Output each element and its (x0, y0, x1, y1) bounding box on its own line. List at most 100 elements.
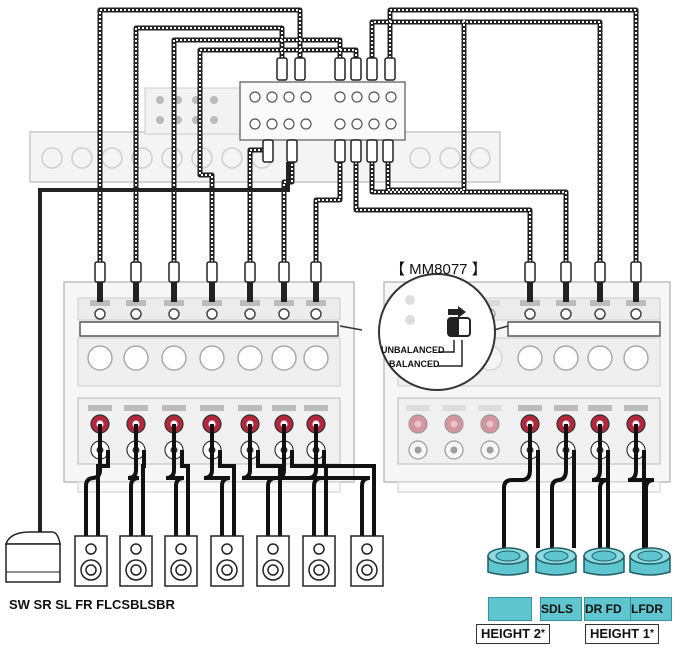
right-rca-plug-stem-0 (527, 282, 533, 302)
speaker-woofer-cone-2 (175, 564, 187, 576)
right-xlr-jack-2 (587, 345, 613, 371)
speaker-tweeter-1 (130, 543, 142, 555)
height-speaker-driver-0 (495, 550, 521, 562)
speaker-woofer-cone-4 (267, 564, 279, 576)
speaker-woofer-cone-5 (313, 564, 325, 576)
left-speaker-cable-neg-4 (256, 450, 282, 536)
left-rca-plug-2 (168, 261, 180, 283)
left-channel-label-plate-1 (126, 300, 146, 306)
speaker-cables (84, 424, 655, 548)
right-speaker-cable-pos-0 (502, 424, 532, 548)
interconnect-cables-braid (99, 9, 637, 270)
left-rca-jack-5 (278, 308, 290, 320)
right-channel-label-plate-0 (520, 300, 540, 306)
left-rca-plug-stem-1 (133, 282, 139, 302)
right-unused-terminal-label-plate-0 (406, 405, 430, 411)
right-speaker-cable-pos-2 (591, 424, 609, 548)
right-rca-plug-1 (560, 261, 572, 283)
right-terminal-label-plate-3 (624, 405, 648, 411)
left-speaker-cable-pos-6 (307, 424, 371, 536)
left-speaker-cable-neg-1 (141, 450, 146, 536)
right-terminal-label-plate-0 (518, 405, 542, 411)
right-unused-terminal-negative-core-2 (486, 446, 494, 454)
right-unused-terminal-label-plate-2 (478, 405, 502, 411)
right-unused-channel-label-plate-2 (480, 300, 500, 306)
left-speaker-cable-pos-3 (203, 424, 231, 536)
right-unused-terminal-negative-core-0 (414, 446, 422, 454)
height1-label: HEIGHT 1* (585, 624, 659, 644)
left-rca-jack-3 (206, 308, 218, 320)
speaker-tweeter-3 (221, 543, 233, 555)
left-rca-plug-0 (94, 261, 106, 283)
speaker-tweeter-6 (361, 543, 373, 555)
left-terminal-label-plate-6 (304, 405, 328, 411)
right-xlr-jack-0 (517, 345, 543, 371)
right-rca-jack-2 (594, 308, 606, 320)
left-speaker-cable-pos-2 (165, 424, 185, 536)
speaker-woofer-cone-3 (221, 564, 233, 576)
left-rca-jack-4 (244, 308, 256, 320)
left-xlr-jack-4 (237, 345, 263, 371)
left-terminal-label-plate-3 (200, 405, 224, 411)
speaker-tweeter-5 (313, 543, 325, 555)
right-rca-plug-stem-2 (597, 282, 603, 302)
left-speaker-cable-neg-6 (322, 450, 376, 536)
right-unused-terminal-positive-core-2 (486, 420, 494, 428)
left-speaker-cable-neg-0 (96, 450, 110, 536)
left-rca-plug-stem-6 (313, 282, 319, 302)
left-speaker-cable-pos-1 (127, 424, 140, 536)
left-terminal-label-plate-0 (88, 405, 112, 411)
height-speaker-driver-1 (543, 550, 569, 562)
right-unused-terminal-negative-2 (480, 440, 500, 460)
unbalanced-label: UNBALANCED (381, 345, 445, 355)
left-speaker-cable-pos-4 (241, 424, 277, 536)
left-xlr-jack-2 (161, 345, 187, 371)
processor-rca-plugs (262, 57, 396, 163)
right-xlr-jack-3 (623, 345, 649, 371)
right-rca-plug-stem-1 (563, 282, 569, 302)
height-channel-box-2: SDLS (540, 597, 582, 621)
height-speaker-driver-2 (591, 550, 617, 562)
right-unused-terminal-negative-1 (444, 440, 464, 460)
height-speaker-driver-3 (637, 550, 663, 562)
height-channel-box-1 (488, 597, 532, 621)
speaker-tweeter-4 (267, 543, 279, 555)
left-rca-plug-stem-3 (209, 282, 215, 302)
height2-label: HEIGHT 2* (476, 624, 550, 644)
left-speaker-cable-neg-5 (290, 450, 328, 536)
left-rca-plug-4 (244, 261, 256, 283)
right-channel-label-plate-1 (556, 300, 576, 306)
left-rca-plug-stem-2 (171, 282, 177, 302)
left-rca-jack-2 (168, 308, 180, 320)
left-rca-plug-6 (310, 261, 322, 283)
left-xlr-jack-6 (303, 345, 329, 371)
right-unused-terminal-negative-core-1 (450, 446, 458, 454)
left-speaker-cable-neg-2 (180, 450, 190, 536)
left-speaker-cable-neg-3 (218, 450, 236, 536)
right-channel-label-plate-3 (626, 300, 646, 306)
right-terminal-label-plate-2 (588, 405, 612, 411)
right-speaker-cable-pos-3 (627, 424, 655, 548)
left-rca-jack-0 (94, 308, 106, 320)
left-speaker-labels: SW SR SL FR FLCSBLSBR (9, 597, 175, 612)
right-unused-terminal-negative-0 (408, 440, 428, 460)
subwoofer (4, 531, 61, 583)
left-channel-label-plate-6 (306, 300, 326, 306)
left-xlr-jack-3 (199, 345, 225, 371)
left-speaker-cable-pos-5 (275, 424, 323, 536)
left-xlr-jack-5 (271, 345, 297, 371)
right-unused-terminal-positive-core-0 (414, 420, 422, 428)
right-unused-terminal-positive-2 (480, 414, 500, 434)
balanced-switch-callout (339, 273, 509, 391)
left-terminal-label-plate-4 (238, 405, 262, 411)
right-unused-terminal-positive-0 (408, 414, 428, 434)
speaker-woofer-cone-6 (361, 564, 373, 576)
right-xlr-jack-1 (553, 345, 579, 371)
right-unused-terminal-label-plate-1 (442, 405, 466, 411)
speaker-woofer-cone-1 (130, 564, 142, 576)
left-rca-plug-stem-0 (97, 282, 103, 302)
left-channel-label-plate-5 (274, 300, 294, 306)
left-channel-label-plate-4 (240, 300, 260, 306)
subwoofer-cable (38, 162, 290, 543)
right-unused-terminal-positive-1 (444, 414, 464, 434)
